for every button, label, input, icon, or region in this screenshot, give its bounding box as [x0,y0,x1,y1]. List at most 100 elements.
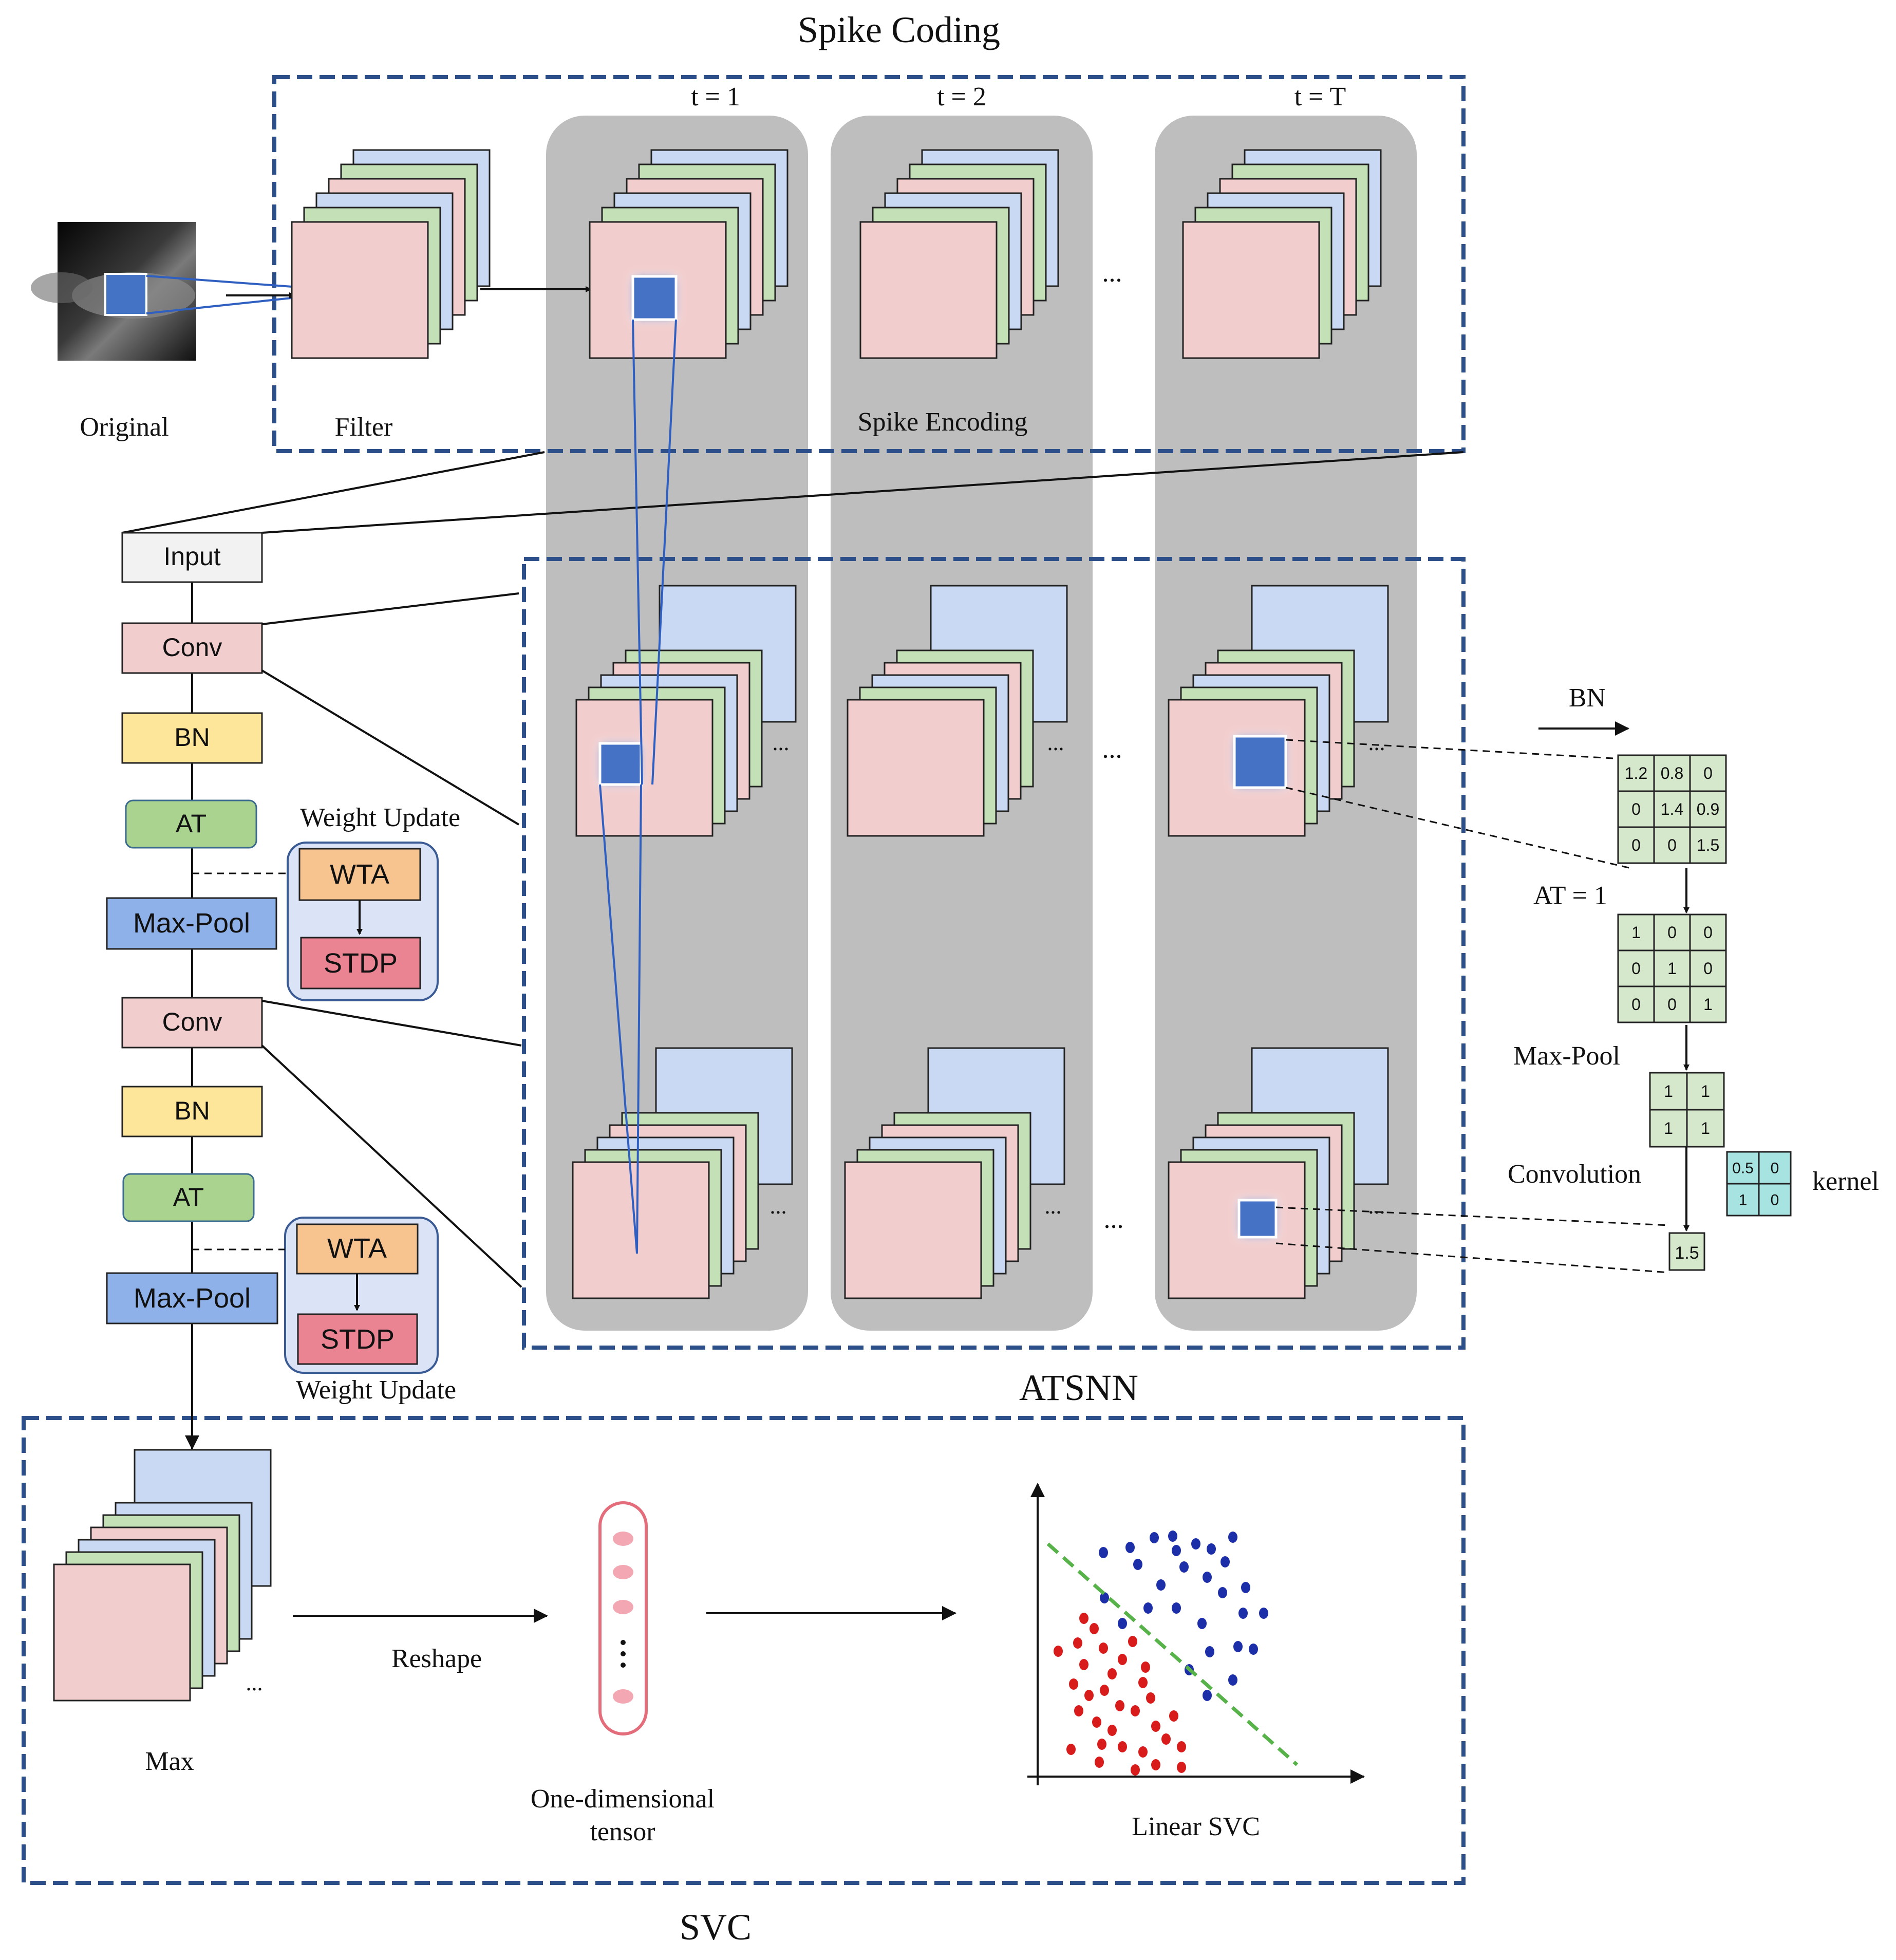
matrix-cell-value: 1 [1703,995,1713,1014]
scatter-point-red [1138,1677,1148,1688]
conv1-tT-patch-highlight [1233,735,1287,789]
scatter-point-red [1066,1744,1076,1755]
tensor-vertical-ellipsis [621,1640,626,1668]
stdp2-block [297,1313,418,1365]
feature-map [53,1563,191,1702]
ellipsis-conv1-tT: ... [1368,730,1385,755]
scatter-point-blue [1238,1608,1248,1619]
input-link-left [122,451,545,534]
scatter-point-red [1128,1636,1137,1647]
original-label: Original [80,413,168,442]
conv2-block [121,997,263,1049]
matrix-cell-value: 0.5 [1732,1160,1754,1177]
matrix-cell-value: 0 [1771,1192,1779,1209]
matrix-cell [1617,949,1655,987]
scatter-point-blue [1228,1674,1237,1686]
matrix-cell [1689,826,1727,864]
scatter-point-red [1090,1623,1099,1634]
matrix-cell-value: 0 [1703,923,1713,942]
example-projection-lines [1275,739,1670,1274]
max-feature-stack [53,1449,272,1702]
matrix-cell-value: 0 [1667,836,1677,854]
matrix-cell-value: 1.2 [1625,764,1647,782]
ellipsis-conv1-columns: ... [1102,735,1122,764]
matrix-cell [1617,754,1655,792]
scatter-point-red [1131,1705,1140,1716]
ellipsis-conv2-t2: ... [1045,1193,1062,1219]
scatter-point-blue [1203,1690,1212,1701]
red-class-points [1054,1613,1186,1776]
ellipsis-conv1-t2: ... [1047,730,1064,755]
encoding-stack-tT [1182,149,1382,359]
scatter-point-blue [1218,1587,1227,1598]
conv1-stack-t1 [575,585,797,837]
conv2-stack-tT [1168,1047,1389,1299]
scatter-point-red [1177,1762,1186,1773]
linear-svc-plot [1027,1483,1365,1785]
svc-title: SVC [680,1907,752,1948]
scatter-point-blue [1191,1538,1200,1550]
input-label: Input [163,542,220,571]
wta1-label: WTA [330,859,389,890]
ellipsis-conv2-tT: ... [1368,1193,1385,1219]
conv1-label: Conv [162,633,222,662]
matrix-cell [1617,826,1655,864]
example-maxpool-label: Max-Pool [1513,1041,1620,1071]
conv1-stack-t2 [847,585,1068,837]
scatter-point-red [1084,1690,1094,1701]
maxpool2-block [106,1272,278,1324]
matrix-cell-value: 1 [1739,1192,1748,1209]
scatter-point-blue [1203,1572,1212,1583]
at1-block [125,799,257,849]
scatter-point-blue [1172,1545,1181,1556]
scatter-point-red [1069,1678,1078,1690]
matrix-cell [1689,913,1727,951]
receptive-field-lines [599,319,677,1254]
matrix-cell [1653,985,1691,1023]
conv2-stack-t1 [572,1047,793,1299]
ellipsis-max: ... [246,1670,263,1695]
conv2-tT-patch-highlight [1237,1199,1278,1239]
example-at-label: AT = 1 [1533,881,1607,910]
scatter-point-blue [1099,1547,1108,1558]
scatter-point-red [1131,1764,1140,1776]
scatter-point-red [1074,1705,1083,1716]
ellipsis-conv2-t1: ... [770,1193,787,1219]
matrix-cell-value: 0 [1667,923,1677,942]
bn2-block [121,1086,263,1137]
maxpool2-label: Max-Pool [134,1283,251,1314]
scatter-point-blue [1241,1582,1250,1593]
scatter-point-red [1099,1642,1108,1654]
matrix-cell [1653,826,1691,864]
at1-label: AT [176,809,207,838]
matrix-cell-value: 0 [1631,800,1641,818]
matrix-cell [1686,1072,1725,1111]
wta2-block [296,1223,419,1275]
atsnn-title: ATSNN [1019,1367,1138,1408]
conv-result-cell [1668,1232,1705,1271]
bn1-label: BN [174,723,210,752]
reshape-label: Reshape [391,1644,482,1673]
scatter-point-blue [1228,1532,1237,1543]
svc-border [22,1416,1466,1885]
original-patch-highlight [104,273,147,316]
feature-map [291,221,429,359]
bn2-label: BN [174,1096,210,1125]
stdp2-label: STDP [321,1324,395,1355]
at2-label: AT [173,1183,204,1211]
scatter-point-red [1177,1741,1186,1752]
svc-decision-boundary [1046,1542,1299,1766]
matrix-cell-value: 0 [1703,764,1713,782]
scatter-point-red [1161,1733,1171,1745]
blue-class-points [1099,1530,1268,1701]
matrix-cell [1617,985,1655,1023]
ellipsis-encoding: ... [1102,258,1122,288]
input-block [121,532,263,583]
matrix-cell-value: 0 [1703,959,1713,978]
input-link-right [261,451,1464,534]
feature-map [572,1161,710,1299]
example-kernel-label: kernel [1812,1167,1879,1196]
